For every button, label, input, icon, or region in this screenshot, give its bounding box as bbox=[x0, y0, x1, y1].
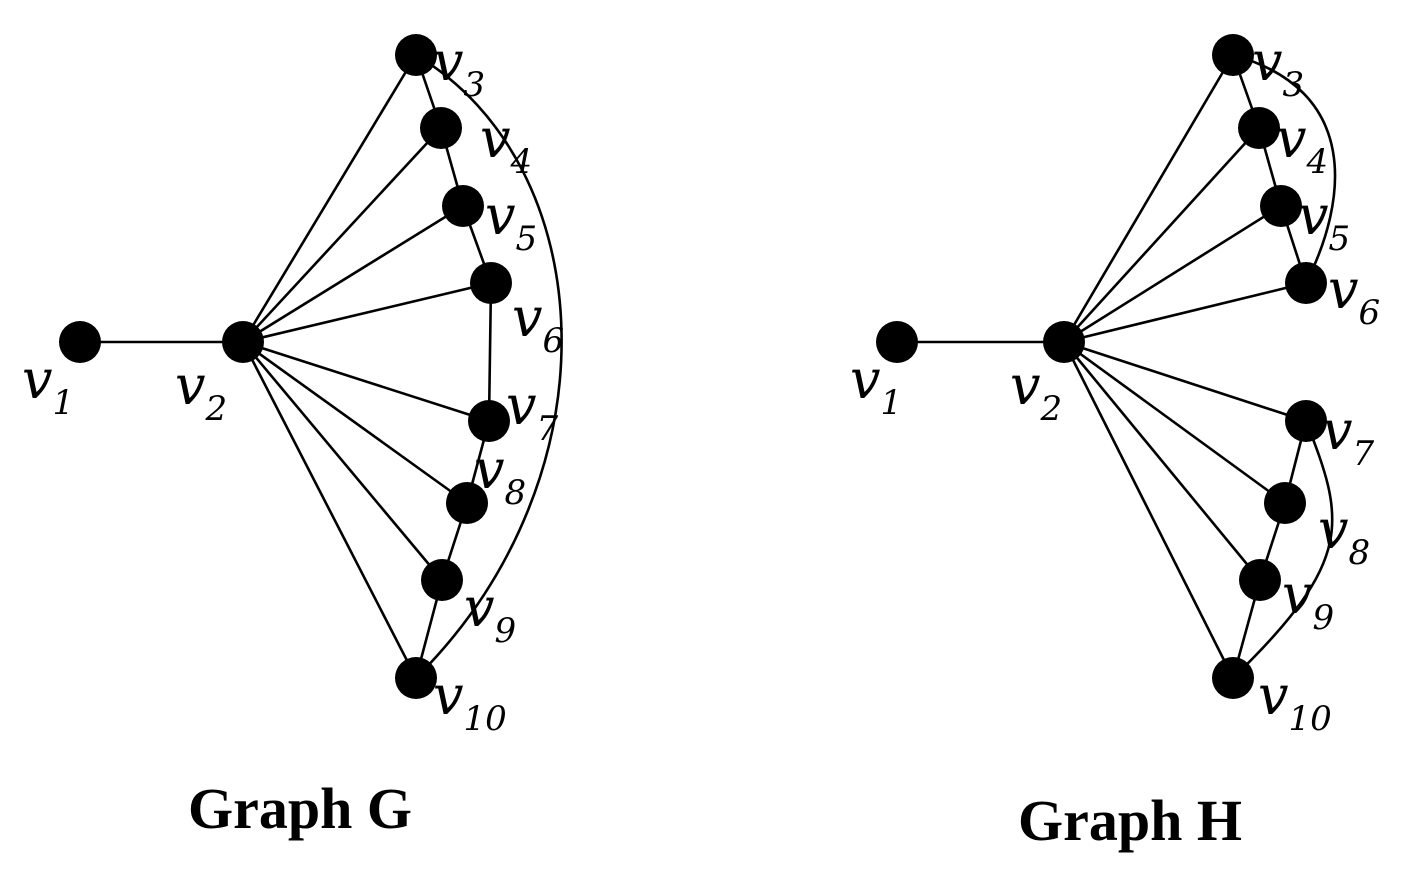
graph-g-label-v1: v1 bbox=[22, 348, 74, 423]
graph-h-label-v5: v5 bbox=[1298, 184, 1350, 259]
graph-g-vertex-v5 bbox=[442, 185, 484, 227]
graph-h-label-v4: v4 bbox=[1276, 107, 1328, 182]
graph-g-edge-v2-v5 bbox=[242, 204, 464, 344]
graph-g-label-v7: v7 bbox=[506, 374, 559, 449]
graph-g-edge-v2-v4 bbox=[242, 127, 442, 343]
graph-g-label-v2: v2 bbox=[175, 354, 227, 429]
graph-g-edge-v2-v3 bbox=[241, 54, 418, 343]
graph-g-vertex-v2 bbox=[222, 321, 264, 363]
graph-h-vertex-v1 bbox=[876, 321, 918, 363]
graph-g-vertex-v7 bbox=[468, 400, 510, 442]
graph-h-edge-v7-v10 bbox=[1232, 420, 1334, 679]
graph-g-label-v4: v4 bbox=[480, 107, 532, 182]
graph-h-vertex-v10 bbox=[1212, 657, 1254, 699]
graph-h-edge-v2-v9 bbox=[1062, 341, 1262, 581]
graph-h-edge-v2-v5 bbox=[1063, 204, 1282, 344]
graph-g-vertex-v10 bbox=[395, 657, 437, 699]
graph-h-vertex-v6 bbox=[1285, 262, 1327, 304]
graph-g-vertex-v3 bbox=[395, 34, 437, 76]
graph-g-label-v10: v10 bbox=[433, 664, 507, 739]
graph-h-vertex-v7 bbox=[1285, 400, 1327, 442]
graph-h-edge-v3-v6 bbox=[1232, 53, 1337, 284]
graph-g-vertex-v9 bbox=[421, 559, 463, 601]
graph-h-edge-v2-v8 bbox=[1063, 340, 1286, 505]
graph-g-vertex-v4 bbox=[420, 107, 462, 149]
graph-h-label-v2: v2 bbox=[1010, 354, 1062, 429]
graph-g-label-v8: v8 bbox=[474, 438, 526, 513]
graph-h-vertex-v9 bbox=[1239, 559, 1281, 601]
graph-g-caption: Graph G bbox=[188, 776, 412, 841]
graph-h-vertex-v8 bbox=[1264, 482, 1306, 524]
graph-g-label-v9: v9 bbox=[464, 576, 516, 651]
graph-g-label-v3: v3 bbox=[433, 30, 485, 105]
graph-h-label-v1: v1 bbox=[850, 348, 902, 423]
graph-h-edge-v2-v6 bbox=[1063, 281, 1307, 344]
graph-g-edge-v2-v10 bbox=[241, 341, 418, 679]
graph-g-vertex-v6 bbox=[470, 262, 512, 304]
graph-h-caption: Graph H bbox=[1018, 788, 1242, 853]
graph-h-vertex-v5 bbox=[1260, 185, 1302, 227]
graph-g-label-v6: v6 bbox=[512, 286, 564, 361]
graph-h-label-v3: v3 bbox=[1252, 30, 1304, 105]
graph-h-vertex-v4 bbox=[1238, 107, 1280, 149]
graph-g-label-v5: v5 bbox=[485, 184, 537, 259]
graph-h-label-v9: v9 bbox=[1282, 563, 1334, 638]
graph-h-label-v6: v6 bbox=[1328, 258, 1380, 333]
graph-h-edge-v2-v7 bbox=[1063, 340, 1307, 423]
graph-h-label-v8: v8 bbox=[1318, 498, 1370, 573]
graph-h-edge-v2-v10 bbox=[1062, 341, 1235, 679]
graph-g-edge-v3-v10 bbox=[415, 53, 563, 679]
graph-g-vertex-v8 bbox=[446, 482, 488, 524]
graph-g-edge-v2-v9 bbox=[242, 341, 443, 581]
graph-g-edge-v6-v7 bbox=[487, 282, 493, 422]
graph-h-vertex-v2 bbox=[1043, 321, 1085, 363]
graph-g-edge-v2-v7 bbox=[242, 340, 490, 423]
graph-h-label-v7: v7 bbox=[1322, 399, 1375, 474]
graph-h-label-v10: v10 bbox=[1258, 664, 1332, 739]
graph-g-edge-v2-v6 bbox=[242, 281, 492, 344]
graph-g-edge-v2-v8 bbox=[242, 340, 468, 505]
graph-h-edge-v2-v4 bbox=[1063, 127, 1260, 343]
graph-g-vertex-v1 bbox=[59, 321, 101, 363]
graph-h-edge-v2-v3 bbox=[1062, 54, 1235, 343]
graph-h-vertex-v3 bbox=[1212, 34, 1254, 76]
